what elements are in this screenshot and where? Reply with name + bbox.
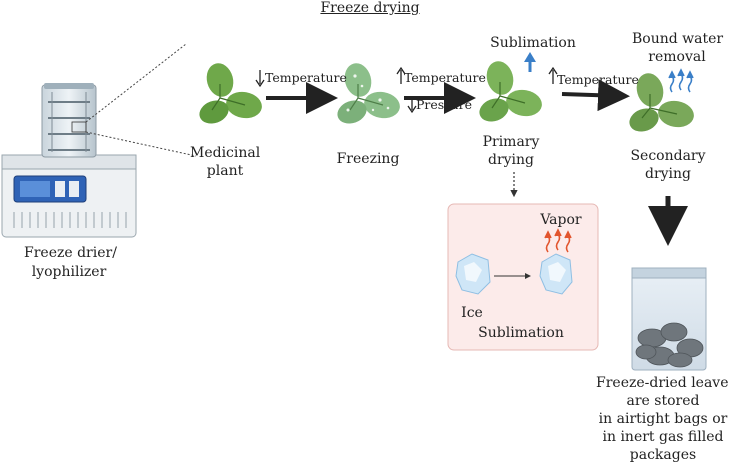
primary-drying-leaf-icon bbox=[479, 61, 542, 122]
temp-up-indicator bbox=[396, 66, 406, 84]
sublimation-top-label: Sublimation bbox=[490, 35, 576, 51]
ice-label: Ice bbox=[461, 305, 483, 321]
storage-label-line5: packages bbox=[629, 447, 697, 463]
freezing-label: Freezing bbox=[336, 151, 400, 167]
temperature-increase-label-2: Temperature bbox=[557, 72, 639, 87]
storage-bag-icon bbox=[631, 267, 707, 371]
storage-label-line4: in inert gas filled bbox=[602, 429, 724, 445]
temp-down-indicator bbox=[255, 70, 265, 88]
panel-sublimation-label: Sublimation bbox=[478, 325, 564, 341]
frozen-leaf-icon bbox=[337, 63, 400, 124]
arrow-primary-to-secondary bbox=[561, 79, 630, 112]
sublimation-panel bbox=[447, 203, 599, 351]
sublimating-ice-icon bbox=[539, 253, 573, 295]
bound-water-label-line2: removal bbox=[648, 49, 706, 65]
vapor-label: Vapor bbox=[540, 212, 582, 228]
sublimation-arrow-icon bbox=[524, 52, 536, 72]
secondary-drying-label-line1: Secondary bbox=[630, 148, 706, 164]
secondary-drying-leaf-icon bbox=[629, 73, 694, 132]
diagram-title: Freeze drying bbox=[320, 0, 420, 16]
secondary-drying-label-line2: drying bbox=[644, 166, 692, 182]
storage-label-line3: in airtight bags or bbox=[598, 411, 728, 427]
storage-label-line1: Freeze-dried leaves bbox=[596, 375, 729, 391]
bound-water-label-line1: Bound water bbox=[632, 31, 724, 47]
medicinal-plant-label-line2: plant bbox=[206, 163, 244, 179]
freeze-drier-icon bbox=[1, 83, 137, 238]
temperature-increase-label: Temperature bbox=[404, 70, 486, 85]
temperature-decrease-label: Temperature bbox=[265, 70, 347, 85]
storage-label-line2: are stored bbox=[626, 393, 700, 409]
freeze-drier-label-line2: lyophilizer bbox=[31, 264, 107, 280]
bound-water-vapor-icon bbox=[668, 68, 694, 93]
medicinal-plant-label-line1: Medicinal bbox=[190, 145, 261, 161]
ice-cube-icon bbox=[455, 253, 491, 295]
freeze-drier-label-line1: Freeze drier/ bbox=[24, 245, 117, 261]
medicinal-plant-leaf-icon bbox=[199, 63, 262, 124]
primary-drying-label-line1: Primary bbox=[482, 134, 540, 150]
primary-drying-label-line2: drying bbox=[487, 152, 535, 168]
pressure-decrease-label: Pressure bbox=[415, 97, 473, 112]
pressure-down-indicator bbox=[407, 96, 417, 114]
temp-up-indicator-2 bbox=[548, 66, 558, 84]
vapor-icon bbox=[544, 228, 572, 253]
